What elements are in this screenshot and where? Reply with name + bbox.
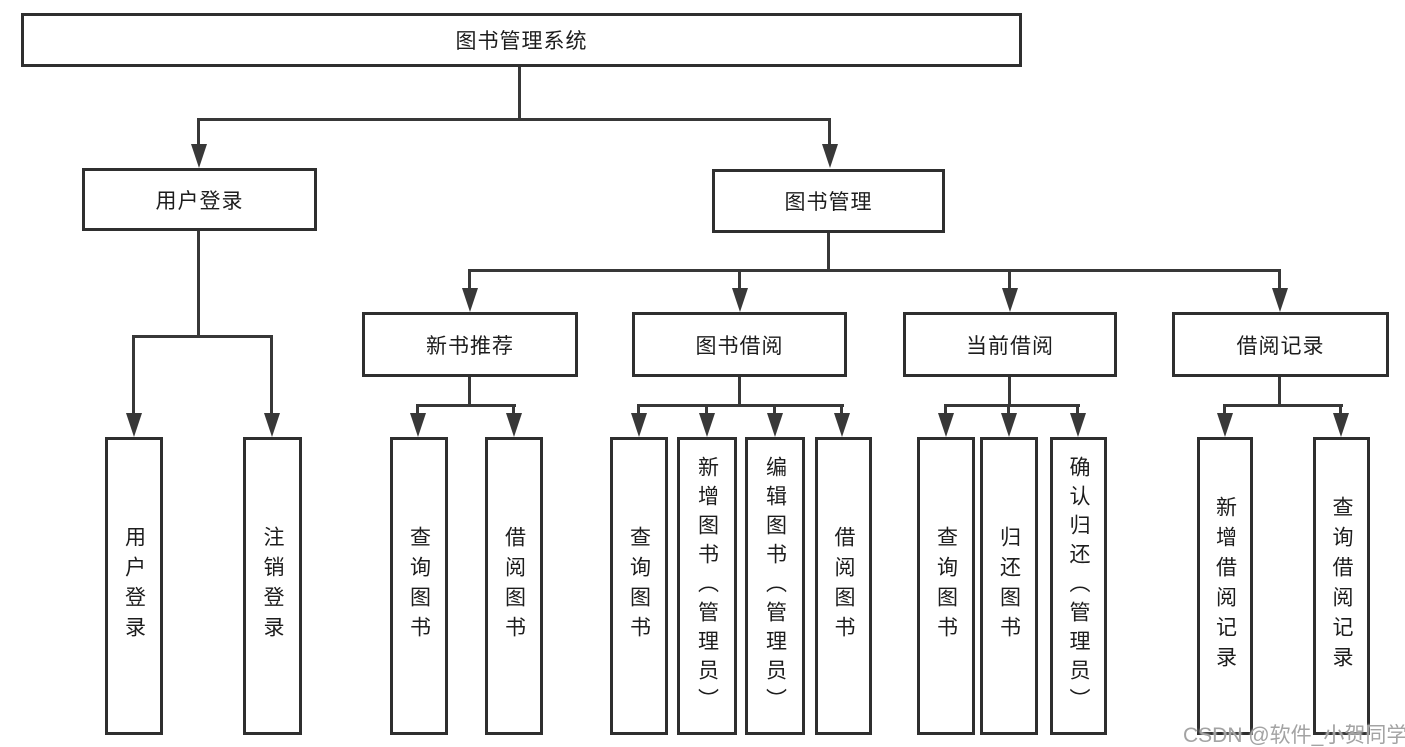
- arrow-down: [1272, 288, 1288, 312]
- leaf-confirm-return-admin: 确认归还（管理员）: [1050, 437, 1107, 735]
- leaf-add-borrow-record-label: 新增借阅记录: [1213, 496, 1237, 676]
- connector-drop: [1278, 269, 1281, 290]
- node-root: 图书管理系统: [21, 13, 1022, 67]
- leaf-query-borrow-record-label: 查询借阅记录: [1330, 496, 1353, 676]
- node-book-management-label: 图书管理: [784, 191, 873, 214]
- leaf-add-book-admin: 新增图书（管理员）: [677, 437, 737, 735]
- arrow-down: [264, 413, 280, 437]
- connector-bar: [1223, 404, 1343, 407]
- leaf-query-book-current-label: 查询图书: [934, 526, 958, 646]
- arrow-down: [410, 413, 426, 437]
- node-user-login-label: 用户登录: [155, 189, 244, 213]
- connector-drop: [270, 335, 273, 415]
- connector-drop: [1339, 404, 1342, 415]
- arrow-down: [1070, 413, 1086, 437]
- connector-root-stem: [518, 67, 521, 120]
- node-book-borrow-label: 图书借阅: [695, 334, 784, 358]
- leaf-query-book-borrow: 查询图书: [610, 437, 668, 735]
- node-current-borrow: 当前借阅: [903, 312, 1117, 377]
- node-user-login: 用户登录: [82, 168, 317, 231]
- arrow-down: [1217, 413, 1233, 437]
- connector-stem: [197, 231, 200, 338]
- node-new-book-recommend: 新书推荐: [362, 312, 578, 377]
- arrow-down: [732, 288, 748, 312]
- leaf-logout-label: 注销登录: [261, 526, 284, 646]
- arrow-down: [938, 413, 954, 437]
- arrow-down: [631, 413, 647, 437]
- leaf-borrow-book: 借阅图书: [815, 437, 872, 735]
- arrow-down: [1002, 288, 1018, 312]
- node-root-label: 图书管理系统: [455, 30, 588, 53]
- connector-bar: [132, 335, 273, 338]
- connector-drop: [416, 404, 419, 415]
- arrow-down: [834, 413, 850, 437]
- node-book-management: 图书管理: [712, 169, 945, 233]
- connector-drop: [944, 404, 947, 415]
- leaf-query-book-recommend-label: 查询图书: [407, 526, 431, 646]
- leaf-query-borrow-record: 查询借阅记录: [1313, 437, 1370, 735]
- arrow-down: [699, 413, 715, 437]
- connector-drop: [705, 404, 708, 415]
- leaf-confirm-return-admin-label: 确认归还（管理员）: [1067, 455, 1090, 717]
- arrow-down: [767, 413, 783, 437]
- connector-drop: [1007, 404, 1010, 415]
- connector-drop: [197, 118, 200, 146]
- arrow-down: [462, 288, 478, 312]
- connector-bar: [944, 404, 1080, 407]
- node-new-book-recommend-label: 新书推荐: [426, 334, 514, 358]
- connector-bar: [416, 404, 516, 407]
- leaf-borrow-book-label: 借阅图书: [832, 526, 855, 646]
- leaf-query-book-recommend: 查询图书: [390, 437, 448, 735]
- connector-stem: [1278, 377, 1281, 406]
- connector-stem: [1008, 377, 1011, 406]
- node-book-borrow: 图书借阅: [632, 312, 847, 377]
- leaf-edit-book-admin: 编辑图书（管理员）: [745, 437, 805, 735]
- connector-stem: [468, 377, 471, 406]
- leaf-add-book-admin-label: 新增图书（管理员）: [695, 455, 719, 717]
- connector-drop: [1223, 404, 1226, 415]
- node-current-borrow-label: 当前借阅: [966, 334, 1054, 358]
- connector-drop: [1008, 269, 1011, 290]
- connector-drop: [132, 335, 135, 415]
- arrow-down: [1333, 413, 1349, 437]
- leaf-return-book: 归还图书: [980, 437, 1038, 735]
- leaf-logout: 注销登录: [243, 437, 302, 735]
- leaf-query-book-borrow-label: 查询图书: [627, 526, 651, 646]
- leaf-borrow-book-recommend-label: 借阅图书: [502, 526, 526, 646]
- arrow-down: [126, 413, 142, 437]
- leaf-user-login-label: 用户登录: [122, 526, 146, 646]
- arrow-down: [1001, 413, 1017, 437]
- connector-root-bar: [197, 118, 831, 121]
- leaf-return-book-label: 归还图书: [997, 526, 1021, 646]
- leaf-borrow-book-recommend: 借阅图书: [485, 437, 543, 735]
- leaf-query-book-current: 查询图书: [917, 437, 975, 735]
- connector-drop: [1076, 404, 1079, 415]
- connector-bar: [637, 404, 844, 407]
- leaf-edit-book-admin-label: 编辑图书（管理员）: [763, 455, 787, 717]
- node-borrow-record: 借阅记录: [1172, 312, 1389, 377]
- arrow-down: [822, 144, 838, 168]
- connector-stem: [827, 233, 830, 272]
- connector-bar: [468, 269, 1281, 272]
- connector-drop: [840, 404, 843, 415]
- connector-drop: [468, 269, 471, 290]
- connector-drop: [773, 404, 776, 415]
- connector-drop: [637, 404, 640, 415]
- connector-drop: [738, 269, 741, 290]
- node-borrow-record-label: 借阅记录: [1236, 334, 1325, 358]
- arrow-down: [191, 144, 207, 168]
- csdn-watermark: CSDN @软件_小贺同学: [1183, 724, 1405, 747]
- leaf-add-borrow-record: 新增借阅记录: [1197, 437, 1253, 735]
- connector-stem: [738, 377, 741, 406]
- connector-drop: [512, 404, 515, 415]
- arrow-down: [506, 413, 522, 437]
- leaf-user-login: 用户登录: [105, 437, 163, 735]
- connector-drop: [828, 118, 831, 146]
